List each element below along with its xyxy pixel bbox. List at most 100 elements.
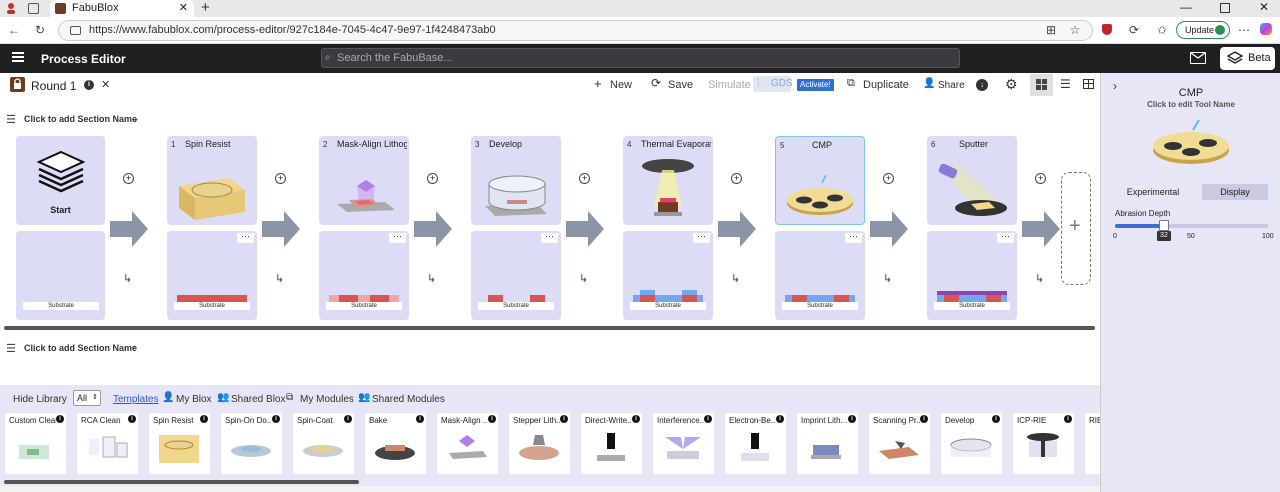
- refresh-icon[interactable]: ↻: [34, 23, 46, 37]
- step-result-sputter[interactable]: ··· Substrate: [927, 231, 1017, 320]
- maximize-icon[interactable]: [1220, 3, 1230, 13]
- info-icon[interactable]: i: [56, 415, 64, 423]
- info-icon[interactable]: i: [920, 415, 928, 423]
- step-title[interactable]: Sputter: [959, 139, 989, 149]
- add-step-plus-icon[interactable]: +: [883, 173, 894, 184]
- add-step-plus-icon[interactable]: +: [1035, 173, 1046, 184]
- library-card[interactable]: Stepper Lith...i: [509, 413, 570, 474]
- library-filter-select[interactable]: All ⇕: [73, 390, 101, 406]
- step-result-spin-resist[interactable]: ··· Substrate: [167, 231, 257, 320]
- more-options-icon[interactable]: ···: [845, 232, 862, 243]
- simulate-button[interactable]: Simulate: [708, 79, 751, 91]
- chevron-right-icon[interactable]: ›: [132, 342, 135, 352]
- activate-badge[interactable]: Activate!: [797, 79, 834, 91]
- start-substrate-card[interactable]: Substrate: [16, 231, 105, 320]
- canvas-scrollbar[interactable]: [4, 326, 1095, 330]
- fabubase-search-input[interactable]: ⌕ Search the FabuBase...: [321, 48, 960, 68]
- info-icon[interactable]: i: [560, 415, 568, 423]
- library-scrollbar[interactable]: [4, 480, 359, 484]
- beta-button[interactable]: Beta: [1220, 47, 1275, 70]
- favorites-icon[interactable]: ✩: [1156, 23, 1168, 37]
- add-step-plus-icon[interactable]: +: [579, 173, 590, 184]
- download-icon[interactable]: ↓: [976, 79, 988, 91]
- abrasion-depth-slider[interactable]: 32: [1115, 220, 1268, 241]
- step-card-thermal-evaporation[interactable]: 4 Thermal Evaporation: [623, 136, 713, 225]
- info-icon[interactable]: i: [272, 415, 280, 423]
- library-card[interactable]: Imprint Lith...i: [797, 413, 858, 474]
- library-card[interactable]: Mask-Align ...i: [437, 413, 498, 474]
- settings-gear-icon[interactable]: ⚙: [1005, 76, 1018, 92]
- step-title[interactable]: Develop: [489, 139, 523, 149]
- tool-name[interactable]: Click to edit Tool Name: [1147, 100, 1235, 109]
- tab-templates[interactable]: Templates: [113, 394, 159, 405]
- app-available-icon[interactable]: ⊞: [1045, 23, 1057, 37]
- step-title[interactable]: Spin Resist: [185, 139, 231, 149]
- chevron-down-icon[interactable]: ⌄: [132, 113, 140, 123]
- info-icon[interactable]: i: [84, 80, 94, 90]
- step-result-mask-align[interactable]: ··· Substrate: [319, 231, 409, 320]
- info-icon[interactable]: i: [200, 415, 208, 423]
- new-tab-icon[interactable]: +: [201, 0, 210, 16]
- library-card[interactable]: Interference...i: [653, 413, 714, 474]
- site-info-icon[interactable]: [70, 26, 81, 35]
- info-icon[interactable]: i: [632, 415, 640, 423]
- step-card-spin-resist[interactable]: 1 Spin Resist: [167, 136, 257, 225]
- section-name[interactable]: Click to add Section Name: [24, 114, 138, 124]
- address-bar[interactable]: https://www.fabublox.com/process-editor/…: [58, 20, 1093, 41]
- list-view-icon[interactable]: ☰: [1060, 77, 1071, 91]
- extensions-icon[interactable]: ⟳: [1128, 23, 1140, 37]
- step-card-sputter[interactable]: 6 Sputter: [927, 136, 1017, 225]
- new-button[interactable]: New: [610, 79, 633, 91]
- step-result-develop[interactable]: ··· Substrate: [471, 231, 561, 320]
- tab-shared-blox[interactable]: Shared Blox: [231, 394, 286, 405]
- library-card[interactable]: Direct-Write...i: [581, 413, 642, 474]
- step-card-cmp[interactable]: 5 CMP: [775, 136, 865, 225]
- step-result-thermal-evaporation[interactable]: ··· Substrate: [623, 231, 713, 320]
- update-button[interactable]: Update: [1176, 21, 1230, 39]
- section-name[interactable]: Click to add Section Name: [24, 343, 138, 353]
- browser-tab[interactable]: FabuBlox ✕: [50, 0, 194, 17]
- step-title[interactable]: Thermal Evaporation: [641, 139, 711, 149]
- library-card[interactable]: Scanning Pr...i: [869, 413, 930, 474]
- extension-shield-icon[interactable]: [1102, 24, 1112, 35]
- more-options-icon[interactable]: ···: [389, 232, 406, 243]
- lock-icon[interactable]: [10, 77, 25, 92]
- panel-collapse-chevron-icon[interactable]: ›: [1113, 79, 1117, 93]
- table-view-icon[interactable]: [1083, 79, 1094, 89]
- start-card[interactable]: Start: [16, 136, 105, 225]
- info-icon[interactable]: i: [776, 415, 784, 423]
- info-icon[interactable]: i: [1064, 415, 1072, 423]
- library-card[interactable]: Electron-Be...i: [725, 413, 786, 474]
- step-card-mask-align[interactable]: 2 Mask-Align Lithogr...: [319, 136, 409, 225]
- add-step-plus-icon[interactable]: +: [275, 173, 286, 184]
- add-step-plus-icon[interactable]: +: [731, 173, 742, 184]
- close-tab-icon[interactable]: ✕: [178, 2, 188, 14]
- slider-thumb[interactable]: [1158, 220, 1169, 231]
- info-icon[interactable]: i: [992, 415, 1000, 423]
- step-title[interactable]: Mask-Align Lithogr...: [337, 139, 407, 149]
- tab-experimental[interactable]: Experimental: [1113, 184, 1193, 200]
- add-step-plus-icon[interactable]: +: [123, 173, 134, 184]
- add-step-plus-icon[interactable]: +: [427, 173, 438, 184]
- info-icon[interactable]: i: [416, 415, 424, 423]
- hide-library-button[interactable]: Hide Library: [13, 394, 67, 405]
- more-options-icon[interactable]: ···: [237, 232, 254, 243]
- info-icon[interactable]: i: [488, 415, 496, 423]
- tab-my-blox[interactable]: My Blox: [176, 394, 212, 405]
- info-icon[interactable]: i: [848, 415, 856, 423]
- more-options-icon[interactable]: ···: [693, 232, 710, 243]
- add-new-step-button[interactable]: +: [1061, 172, 1091, 285]
- tab-actions-icon[interactable]: [28, 3, 39, 14]
- info-icon[interactable]: i: [128, 415, 136, 423]
- favorite-star-icon[interactable]: ☆: [1069, 23, 1081, 37]
- copilot-icon[interactable]: [1260, 23, 1272, 35]
- save-button[interactable]: Save: [668, 79, 694, 91]
- tab-shared-modules[interactable]: Shared Modules: [372, 394, 445, 405]
